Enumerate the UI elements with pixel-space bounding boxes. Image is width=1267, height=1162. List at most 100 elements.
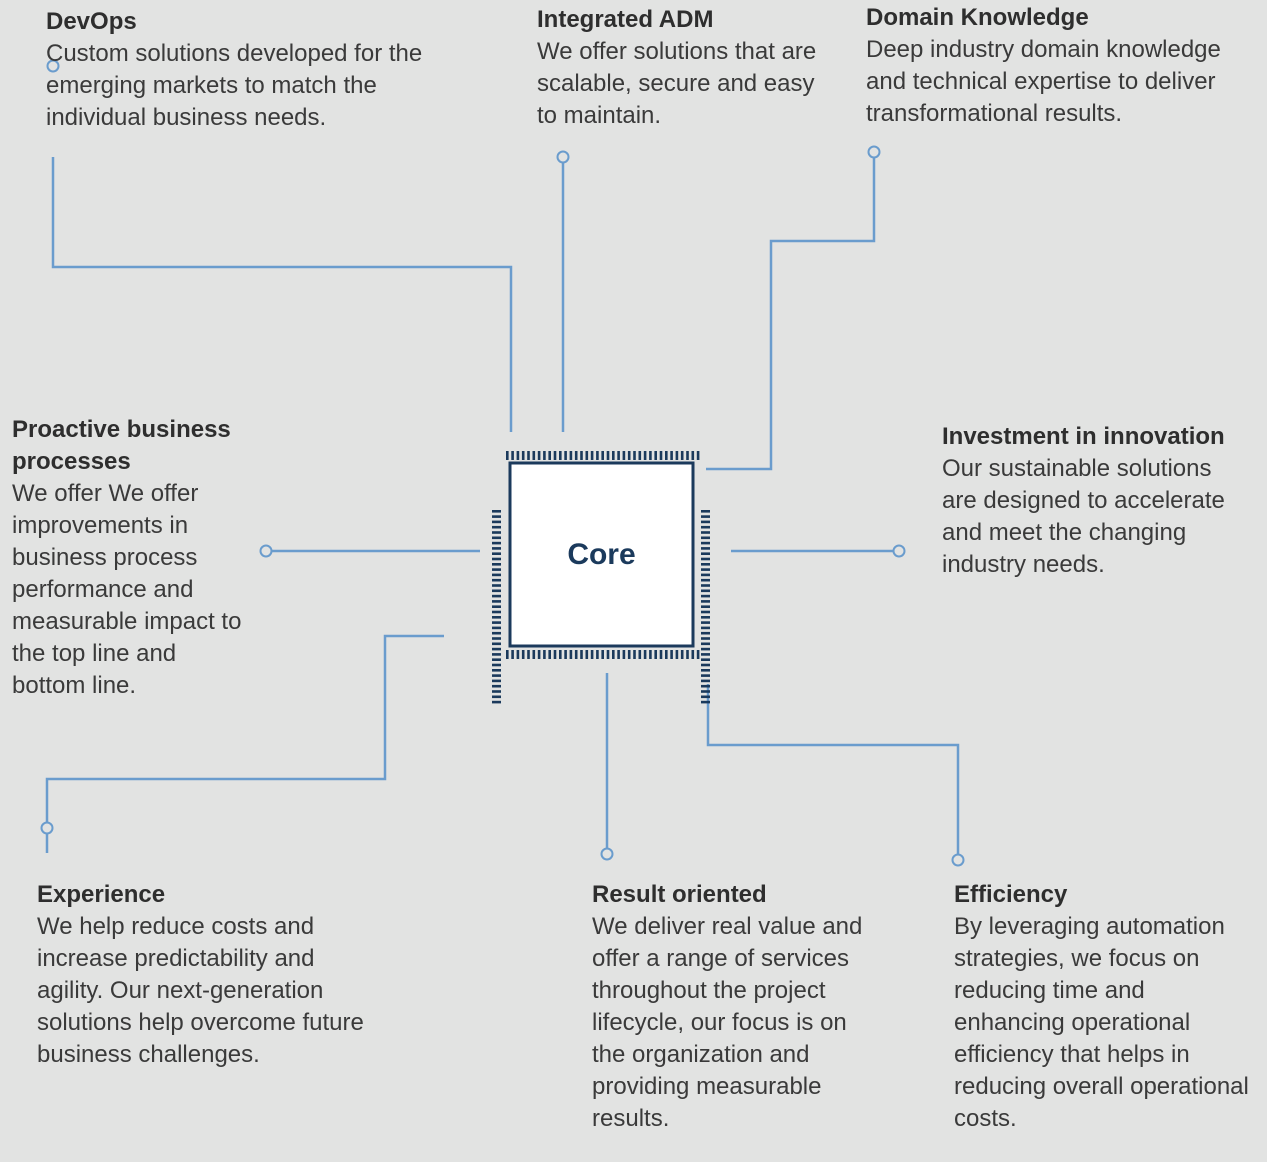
chip-pin <box>511 650 514 659</box>
chip-pin <box>492 695 501 699</box>
chip-pin <box>701 690 710 693</box>
chip-pin <box>606 650 610 659</box>
block-efficiency: Efficiency By leveraging automation stra… <box>954 879 1259 1135</box>
chip-pin <box>569 650 573 659</box>
chip-pin <box>492 653 501 656</box>
chip-pin <box>612 650 615 659</box>
chip-pin <box>492 679 501 683</box>
chip-pin <box>506 650 509 659</box>
chip-pin <box>492 568 501 571</box>
chip-pin <box>701 563 710 566</box>
chip-pin <box>701 525 710 529</box>
chip-pin <box>606 451 610 460</box>
core-chip <box>492 451 710 704</box>
chip-pin <box>559 650 562 659</box>
chip-pin <box>527 650 530 659</box>
chip-pin <box>492 658 501 661</box>
block-title: Domain Knowledge <box>866 4 1089 31</box>
chip-pin <box>670 451 673 460</box>
chip-pin <box>543 451 546 460</box>
chip-pin <box>701 589 710 593</box>
chip-pin <box>701 663 710 667</box>
block-description: We help reduce costs and increase predic… <box>37 913 364 1068</box>
chip-pin <box>701 653 710 656</box>
block-description: We offer We offer improvements in busine… <box>12 480 242 699</box>
chip-pin <box>622 650 626 659</box>
chip-pin <box>492 589 501 593</box>
chip-pin <box>643 650 647 659</box>
chip-pin <box>701 610 710 614</box>
chip-pin <box>701 679 710 683</box>
chip-pin <box>492 600 501 603</box>
chip-pin <box>511 451 514 460</box>
connector-end-devops <box>46 59 60 73</box>
chip-pin <box>617 451 620 460</box>
chip-pin <box>492 547 501 550</box>
chip-pin <box>569 451 573 460</box>
chip-pin <box>701 637 710 640</box>
chip-pin <box>617 650 620 659</box>
chip-pin <box>670 650 673 659</box>
block-title: Integrated ADM <box>537 6 714 33</box>
chip-pin <box>622 451 626 460</box>
chip-pin <box>701 515 710 518</box>
chip-pin <box>559 451 562 460</box>
chip-pin <box>633 650 636 659</box>
chip-pin <box>492 510 501 513</box>
connector-end-efficiency <box>951 853 965 867</box>
block-integrated-adm: Integrated ADM We offer solutions that a… <box>537 4 837 132</box>
chip-pin <box>492 605 501 608</box>
chip-pin <box>659 451 663 460</box>
chip-pin <box>492 563 501 566</box>
chip-pin <box>492 531 501 534</box>
chip-pin <box>701 568 710 571</box>
core-label: Core <box>567 537 636 571</box>
chip-pin <box>596 451 599 460</box>
connector-end-integrated-adm <box>556 150 570 164</box>
chip-pin <box>596 650 599 659</box>
chip-pin <box>492 663 501 667</box>
chip-pin <box>521 451 525 460</box>
chip-pin <box>564 451 567 460</box>
chip-pin <box>516 451 520 460</box>
connector-end-result <box>600 847 614 861</box>
chip-pin <box>492 573 501 577</box>
chip-pin <box>492 520 501 524</box>
chip-pin <box>649 451 652 460</box>
chip-pin <box>492 610 501 614</box>
chip-pin <box>680 451 684 460</box>
chip-pin <box>696 451 700 460</box>
chip-pin <box>492 515 501 518</box>
block-experience: Experience We help reduce costs and incr… <box>37 879 377 1071</box>
chip-pin <box>701 700 710 704</box>
block-description: By leveraging automation strategies, we … <box>954 913 1249 1132</box>
connector-domain-knowledge <box>706 158 876 471</box>
chip-pin <box>537 650 541 659</box>
chip-pin <box>506 451 509 460</box>
chip-pin <box>701 674 710 677</box>
chip-pin <box>532 650 536 659</box>
chip-pin <box>553 650 557 659</box>
chip-pin <box>492 642 501 646</box>
chip-pin <box>701 616 710 619</box>
block-description: Deep industry domain knowledge and techn… <box>866 36 1221 127</box>
chip-pin <box>492 690 501 693</box>
chip-pin <box>691 451 695 460</box>
chip-pin <box>675 451 679 460</box>
chip-pin <box>654 650 657 659</box>
chip-pin <box>548 451 551 460</box>
chip-pin <box>492 647 501 651</box>
chip-pin <box>627 451 631 460</box>
chip-pin <box>701 594 710 598</box>
chip-pin <box>701 669 710 672</box>
chip-pin <box>701 520 710 524</box>
block-title: Experience <box>37 881 166 908</box>
chip-pin <box>701 695 710 699</box>
chip-pin <box>701 605 710 608</box>
chip-pin <box>585 650 589 659</box>
chip-pin <box>543 650 546 659</box>
chip-pin <box>701 600 710 603</box>
chip-pin <box>701 647 710 651</box>
block-title: DevOps <box>46 8 137 35</box>
